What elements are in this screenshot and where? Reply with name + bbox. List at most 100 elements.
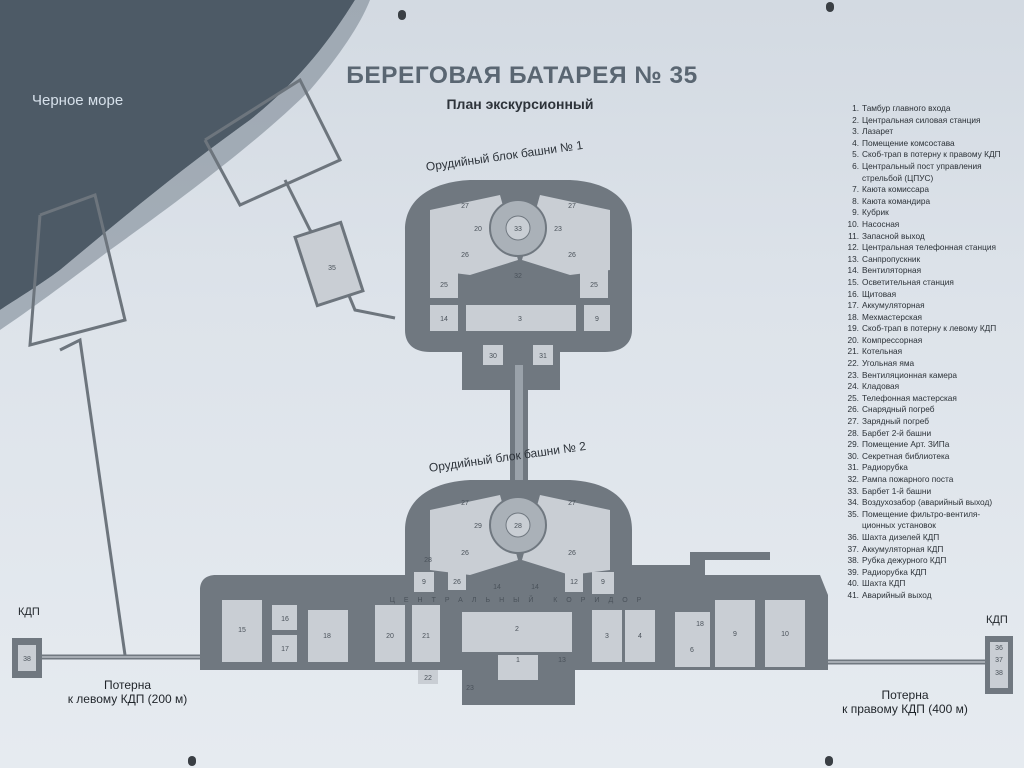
legend-text: Помещение Арт. ЗИПа bbox=[862, 439, 950, 450]
svg-text:20: 20 bbox=[386, 633, 394, 640]
legend-number: 23. bbox=[847, 369, 859, 380]
legend-number: 33. bbox=[847, 485, 859, 496]
legend-item: 4.Помещение комсостава bbox=[845, 138, 1024, 150]
legend-text: Скоб-трап в потерну к правому КДП bbox=[862, 149, 1001, 160]
black-sea bbox=[0, 0, 355, 310]
svg-text:21: 21 bbox=[422, 633, 430, 640]
svg-text:26: 26 bbox=[461, 550, 469, 557]
legend-item: 40.Шахта КДП bbox=[845, 578, 1024, 590]
svg-text:14: 14 bbox=[440, 316, 448, 323]
legend-text: Кладовая bbox=[862, 381, 900, 392]
legend-item: 18.Мехмастерская bbox=[845, 312, 1024, 324]
legend-number: 16. bbox=[847, 288, 859, 299]
svg-text:18: 18 bbox=[323, 633, 331, 640]
legend-number: 15. bbox=[847, 276, 859, 287]
legend-text: Снарядный погреб bbox=[862, 404, 935, 415]
legend-text: Телефонная мастерская bbox=[862, 392, 957, 403]
legend-number: 20. bbox=[847, 334, 859, 345]
legend-text: Помещение фильтро-вентиля- bbox=[862, 508, 981, 519]
svg-text:35: 35 bbox=[328, 265, 336, 272]
svg-text:14: 14 bbox=[493, 584, 501, 591]
legend-number: 21. bbox=[847, 346, 859, 357]
svg-text:3: 3 bbox=[605, 633, 609, 640]
svg-text:20: 20 bbox=[474, 226, 482, 233]
svg-text:29: 29 bbox=[474, 523, 482, 530]
legend-item: 16.Щитовая bbox=[845, 289, 1024, 301]
legend-item: 1.Тамбур главного входа bbox=[845, 103, 1024, 115]
plan-title: БЕРЕГОВАЯ БАТАРЕЯ № 35 bbox=[346, 62, 698, 89]
legend-number: 35. bbox=[847, 508, 859, 519]
legend-number: 1. bbox=[852, 103, 859, 113]
legend-number: 34. bbox=[847, 497, 859, 508]
legend-number: 9. bbox=[852, 207, 859, 218]
legend-item: 6.Центральный пост управления bbox=[845, 161, 1024, 173]
svg-text:9: 9 bbox=[601, 579, 605, 586]
legend-text: Шахта КДП bbox=[862, 578, 906, 589]
mount-screw bbox=[825, 756, 833, 766]
mount-screw bbox=[826, 2, 834, 12]
svg-text:28: 28 bbox=[424, 557, 432, 564]
legend-item: 7.Каюта комиссара bbox=[845, 184, 1024, 196]
legend-number: 38. bbox=[847, 555, 859, 566]
legend-text: Секретная библиотека bbox=[862, 450, 950, 461]
legend-number: 17. bbox=[847, 300, 859, 311]
legend-number: 30. bbox=[847, 450, 859, 461]
legend-text: Вентиляторная bbox=[862, 265, 922, 276]
legend-number: 19. bbox=[847, 323, 859, 334]
legend-text: Радиорубка bbox=[862, 462, 908, 473]
legend-item: 17.Аккумуляторная bbox=[845, 300, 1024, 312]
mount-screw bbox=[398, 10, 406, 20]
legend-text: Рубка дежурного КДП bbox=[862, 555, 947, 566]
legend-item: 8.Каюта командира bbox=[845, 196, 1024, 208]
legend-item: 26.Снарядный погреб bbox=[845, 404, 1024, 416]
legend-item: 24.Кладовая bbox=[845, 381, 1024, 393]
legend-item: 34.Воздухозабор (аварийный выход) bbox=[845, 497, 1024, 509]
svg-text:1: 1 bbox=[516, 657, 520, 664]
svg-text:14: 14 bbox=[531, 584, 539, 591]
potern-left-label: Потерна к левому КДП (200 м) bbox=[40, 678, 215, 706]
svg-text:23: 23 bbox=[466, 685, 474, 692]
legend-item: 35.Помещение фильтро-вентиля- bbox=[845, 509, 1024, 521]
svg-text:9: 9 bbox=[733, 631, 737, 638]
svg-text:4: 4 bbox=[638, 633, 642, 640]
legend-text: Вентиляционная камера bbox=[862, 369, 958, 380]
legend-text: Каюта комиссара bbox=[862, 184, 929, 195]
svg-text:30: 30 bbox=[489, 353, 497, 360]
legend-item: 37.Аккумуляторная КДП bbox=[845, 544, 1024, 556]
legend-item: 32.Рампа пожарного поста bbox=[845, 474, 1024, 486]
legend-item: 2.Центральная силовая станция bbox=[845, 115, 1024, 127]
svg-text:13: 13 bbox=[558, 657, 566, 664]
legend-text: Угольная яма bbox=[862, 358, 915, 369]
legend-number: 4. bbox=[852, 137, 859, 148]
legend-number: 8. bbox=[852, 195, 859, 206]
legend-item: 11.Запасной выход bbox=[845, 231, 1024, 243]
svg-text:15: 15 bbox=[238, 627, 246, 634]
svg-text:26: 26 bbox=[568, 252, 576, 259]
legend-number: 25. bbox=[847, 392, 859, 403]
legend-text: Центральная телефонная станция bbox=[862, 242, 996, 253]
legend-text: Тамбур главного входа bbox=[862, 103, 951, 113]
tower1-block: 27 27 33 20 23 26 26 32 25 25 14 3 9 30 … bbox=[405, 180, 632, 390]
legend-text: Зарядный погреб bbox=[862, 416, 929, 427]
legend-number: 6. bbox=[852, 160, 859, 171]
legend-item: 9.Кубрик bbox=[845, 207, 1024, 219]
legend-item: 3.Лазарет bbox=[845, 126, 1024, 138]
legend-text: Помещение комсостава bbox=[862, 137, 955, 148]
poterns-inner bbox=[40, 656, 990, 663]
legend-item: 21.Котельная bbox=[845, 346, 1024, 358]
legend-number: 10. bbox=[847, 218, 859, 229]
legend-number: 32. bbox=[847, 474, 859, 484]
svg-text:33: 33 bbox=[514, 226, 522, 233]
legend-text: Котельная bbox=[862, 346, 903, 357]
legend-text: Компрессорная bbox=[862, 334, 923, 345]
legend-text: Шахта дизелей КДП bbox=[862, 531, 940, 542]
legend-text: Щитовая bbox=[862, 288, 897, 299]
legend-number: 27. bbox=[847, 416, 859, 427]
kdp-right-label: КДП bbox=[986, 614, 1008, 626]
legend-number: 40. bbox=[847, 578, 859, 589]
corridor-label: ЦЕНТРАЛЬНЫЙ КОРИДОР bbox=[390, 595, 651, 604]
legend-item: 33.Барбет 1-й башни bbox=[845, 486, 1024, 498]
svg-text:17: 17 bbox=[281, 646, 289, 653]
